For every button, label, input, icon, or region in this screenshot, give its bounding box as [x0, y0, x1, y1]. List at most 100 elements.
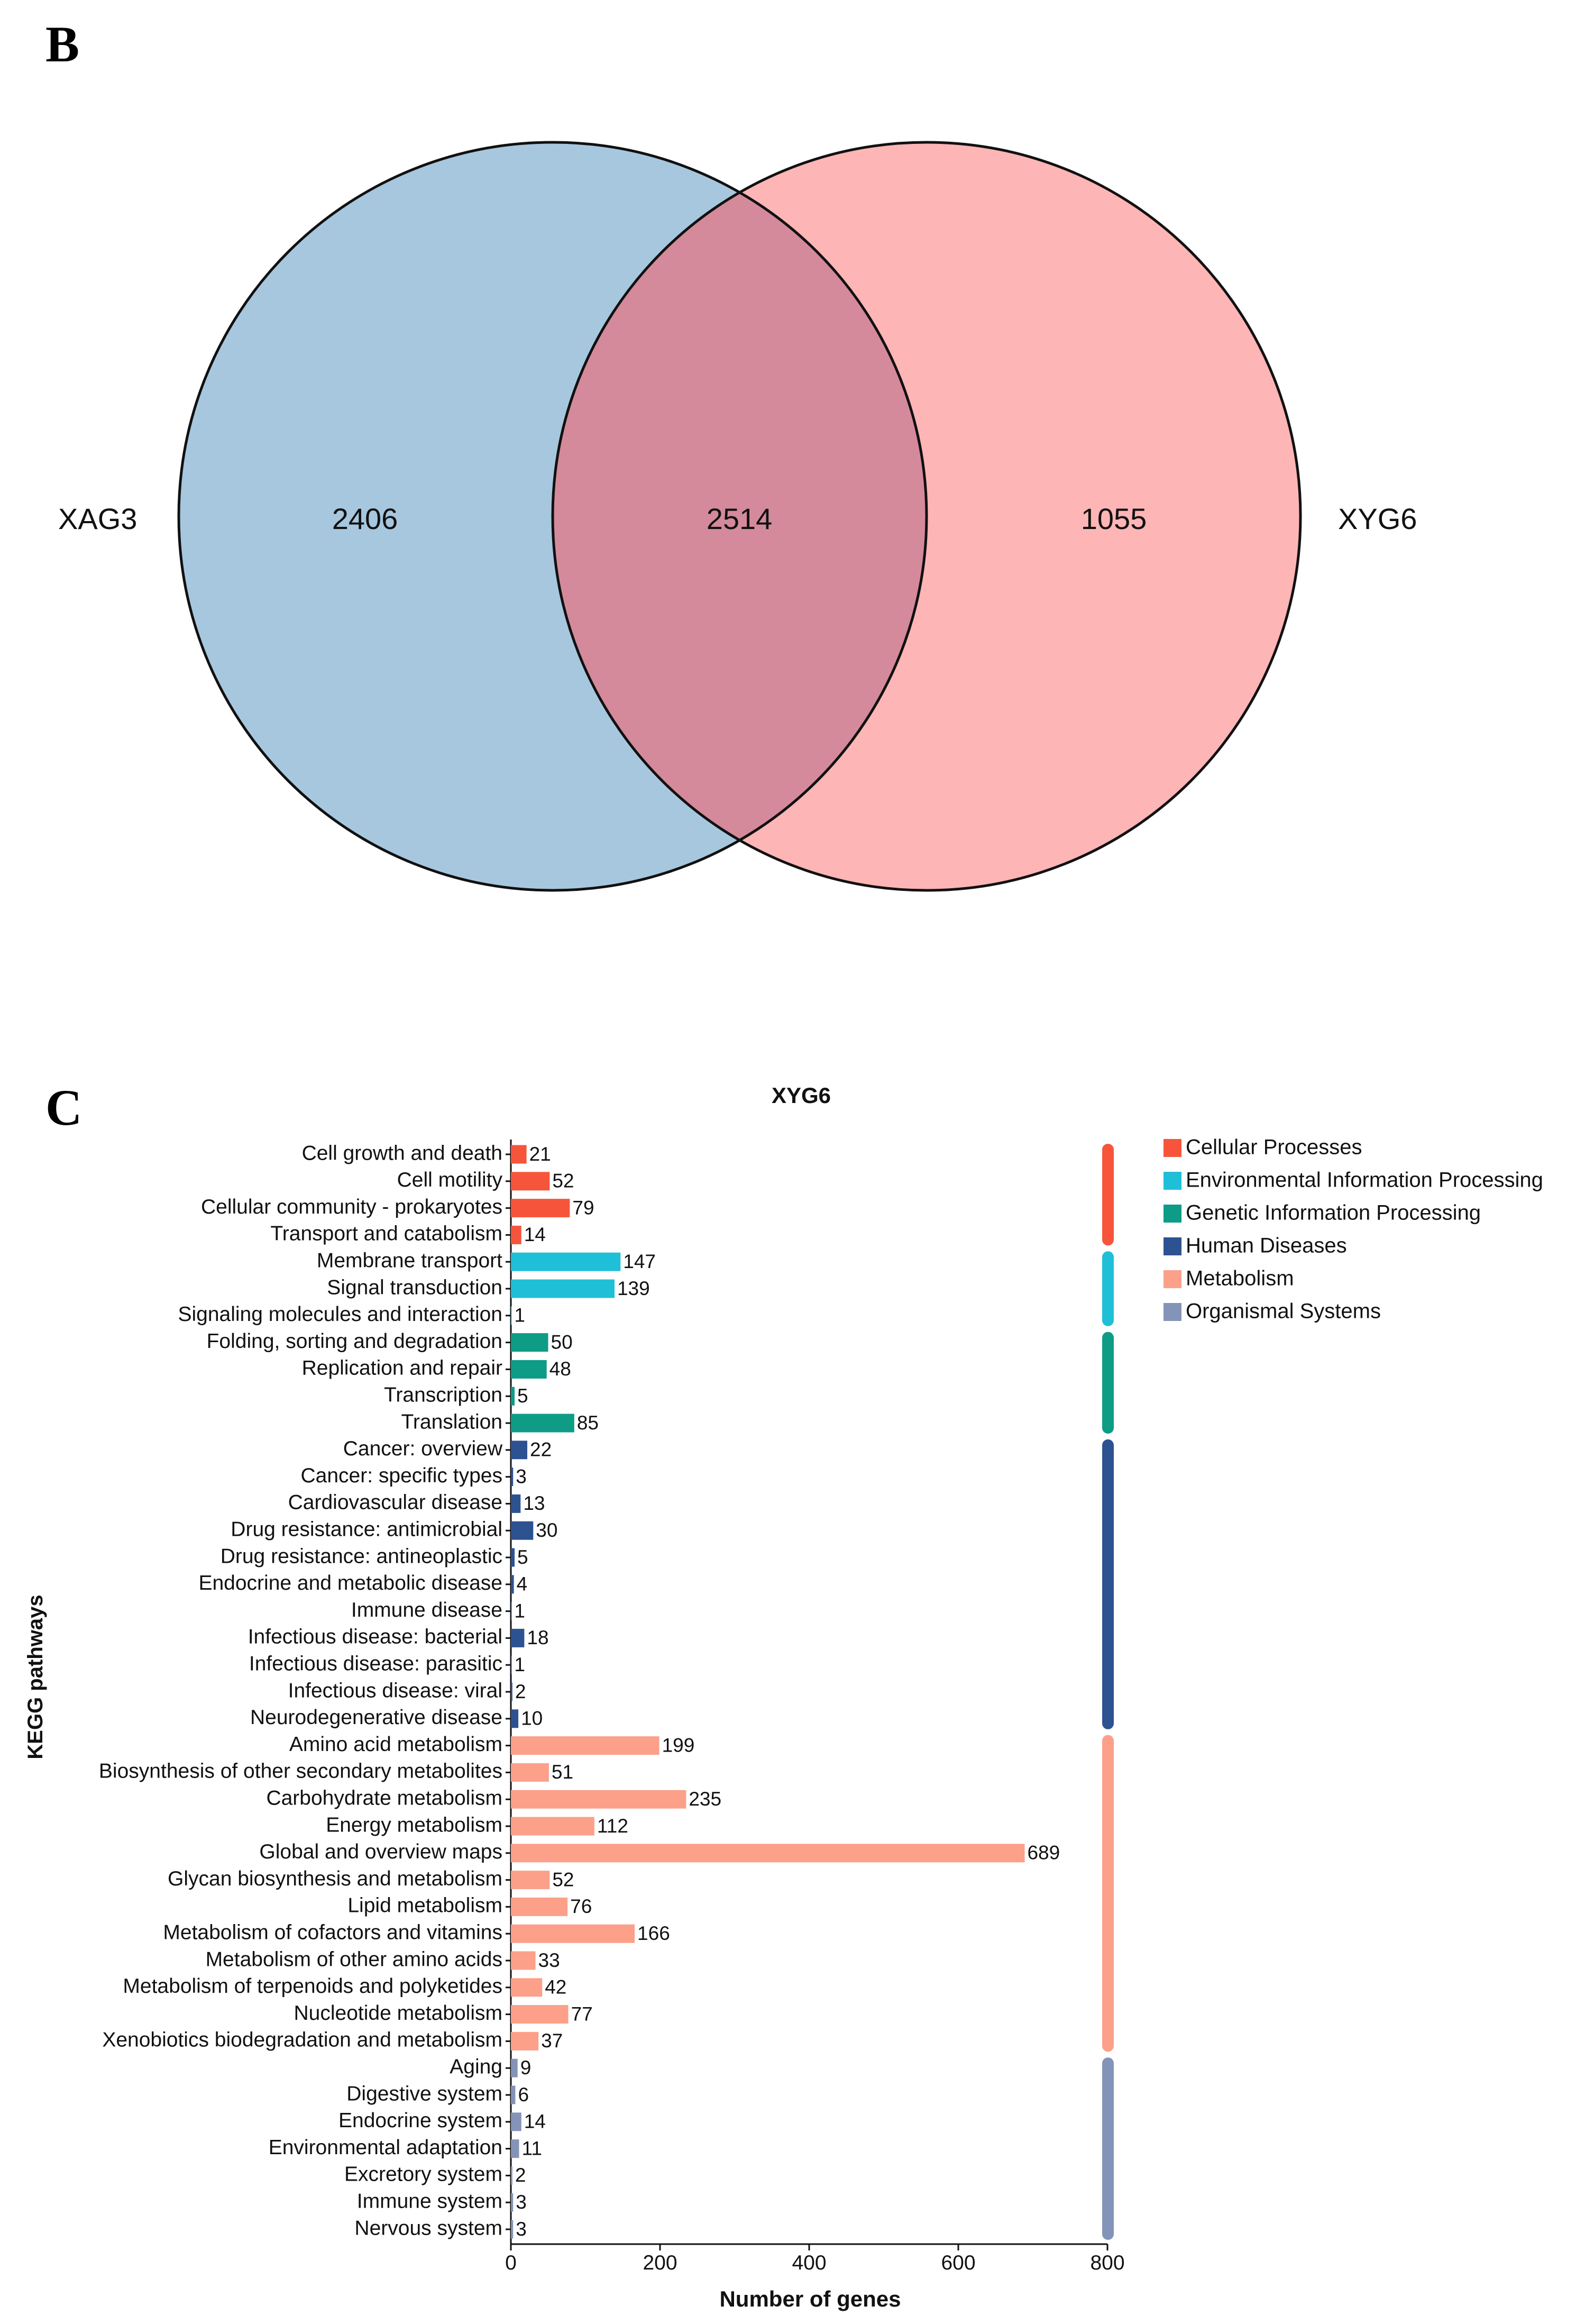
bar: [511, 1924, 635, 1943]
bar-value-label: 6: [518, 2084, 529, 2106]
bar: [511, 2166, 512, 2185]
bar-value-label: 50: [551, 1331, 573, 1353]
category-label: Drug resistance: antimicrobial: [231, 1518, 502, 1541]
bar-value-label: 11: [522, 2137, 542, 2159]
venn-right-outline: [551, 141, 1302, 892]
bar-value-label: 14: [524, 1224, 546, 1245]
group-band: [1102, 1439, 1114, 1729]
legend-swatch: [1164, 1237, 1181, 1255]
category-label: Replication and repair: [302, 1357, 502, 1380]
bar: [511, 1548, 515, 1567]
bar: [511, 2058, 518, 2077]
category-label: Excretory system: [344, 2163, 502, 2186]
bar: [511, 1172, 550, 1191]
bar-value-label: 3: [516, 1465, 527, 1487]
bar-value-label: 30: [536, 1519, 557, 1541]
bar: [511, 1468, 514, 1487]
bar: [511, 2085, 516, 2104]
bar: [511, 1951, 536, 1970]
category-label: Infectious disease: bacterial: [248, 1626, 502, 1648]
bar: [511, 1709, 519, 1728]
venn-left-set-label: XAG3: [58, 502, 137, 535]
panel-b-label: B: [45, 16, 80, 72]
category-label: Transcription: [384, 1383, 502, 1406]
legend-label: Environmental Information Processing: [1186, 1169, 1543, 1192]
category-label: Nucleotide metabolism: [294, 2002, 502, 2025]
bar-value-label: 22: [530, 1439, 552, 1461]
bar: [511, 1628, 525, 1647]
bar-value-label: 14: [524, 2111, 546, 2132]
bar: [511, 1575, 514, 1594]
bar: [511, 1897, 568, 1916]
legend-label: Cellular Processes: [1186, 1136, 1362, 1159]
venn-right-only-count: 1055: [1081, 502, 1147, 535]
bar-value-label: 139: [617, 1278, 650, 1299]
bar: [511, 2112, 521, 2131]
bar: [511, 1494, 521, 1513]
bar-value-label: 42: [545, 1976, 566, 1998]
category-label: Infectious disease: parasitic: [249, 1652, 502, 1675]
bar: [511, 1252, 621, 1271]
bar: [511, 1817, 594, 1836]
category-label: Energy metabolism: [326, 1813, 502, 1836]
bar-value-label: 85: [577, 1412, 599, 1434]
category-label: Amino acid metabolism: [289, 1733, 502, 1756]
bar: [511, 1763, 549, 1782]
category-label: Biosynthesis of other secondary metaboli…: [99, 1760, 502, 1783]
bar-value-label: 10: [521, 1708, 543, 1729]
venn-right-set-label: XYG6: [1338, 502, 1417, 535]
legend-swatch: [1164, 1172, 1181, 1190]
x-tick-label: 400: [792, 2252, 826, 2274]
bar: [511, 2031, 539, 2050]
category-label: Metabolism of terpenoids and polyketides: [123, 1975, 502, 1998]
bar: [511, 1682, 512, 1701]
category-label: Nervous system: [354, 2217, 502, 2239]
category-label: Digestive system: [346, 2082, 502, 2105]
category-label: Global and overview maps: [259, 1840, 502, 1863]
venn-left-only-count: 2406: [332, 502, 398, 535]
bar-value-label: 9: [520, 2057, 532, 2079]
category-label: Cardiovascular disease: [288, 1491, 502, 1514]
venn-left-outline: [177, 141, 928, 892]
bar-value-label: 3: [516, 2191, 527, 2213]
bar: [511, 1414, 574, 1433]
bar: [511, 1199, 570, 1218]
bar-value-label: 76: [570, 1895, 592, 1917]
category-label: Carbohydrate metabolism: [266, 1787, 502, 1809]
category-label: Cancer: specific types: [301, 1464, 503, 1487]
bar-value-label: 77: [571, 2003, 593, 2025]
category-label: Neurodegenerative disease: [250, 1706, 502, 1729]
bar-value-label: 112: [597, 1815, 628, 1837]
bar-value-label: 1: [514, 1305, 525, 1326]
bar-value-label: 199: [662, 1734, 695, 1756]
bar-value-label: 166: [637, 1922, 670, 1944]
category-label: Cell motility: [397, 1169, 503, 1191]
group-band: [1102, 2057, 1114, 2240]
y-axis-label: KEGG pathways: [24, 1594, 47, 1759]
x-axis-label: Number of genes: [719, 2286, 901, 2311]
bar: [511, 2193, 514, 2212]
bar-value-label: 235: [689, 1788, 721, 1810]
venn-overlap-region: [553, 142, 927, 890]
bar-value-label: 3: [516, 2218, 527, 2240]
bar: [511, 1387, 515, 1406]
group-band: [1102, 1735, 1114, 2052]
x-tick-label: 800: [1090, 2252, 1124, 2274]
bar-value-label: 1: [514, 1654, 525, 1675]
bar: [511, 1441, 528, 1460]
bar-value-label: 147: [623, 1251, 656, 1272]
group-band: [1102, 1144, 1114, 1246]
bar: [511, 1225, 521, 1244]
x-tick-label: 0: [505, 2252, 517, 2274]
category-label: Immune system: [357, 2190, 502, 2212]
legend-label: Human Diseases: [1186, 1234, 1347, 1257]
category-label: Cell growth and death: [302, 1142, 502, 1164]
legend-swatch: [1164, 1270, 1181, 1288]
bar-value-label: 13: [523, 1492, 545, 1514]
chart-title: XYG6: [772, 1083, 831, 1108]
bar-value-label: 37: [541, 2030, 563, 2052]
category-label: Glycan biosynthesis and metabolism: [168, 1867, 502, 1890]
category-label: Folding, sorting and degradation: [207, 1330, 502, 1353]
group-band: [1102, 1251, 1114, 1326]
